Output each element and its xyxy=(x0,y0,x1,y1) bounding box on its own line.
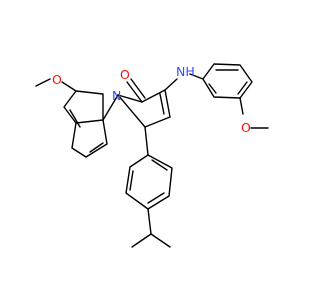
ring-bond-c4-c5 xyxy=(144,116,171,128)
atom-labels: O N NH O O xyxy=(52,64,251,135)
left-aryl-inner-2 xyxy=(89,142,104,153)
c5-aryl-bond xyxy=(144,126,149,156)
ring-bond-c5-n xyxy=(117,94,146,128)
ring-bond-c3-c4 xyxy=(164,89,171,118)
lower-aryl-ring xyxy=(125,154,173,210)
c3-nh-bond xyxy=(164,78,178,91)
n-aryl-bond xyxy=(102,94,119,121)
nh-aryl-bond xyxy=(189,73,204,80)
carbonyl-double xyxy=(130,78,146,99)
right-aryl-inner-2 xyxy=(237,81,248,95)
ring-bond-c2-c3 xyxy=(141,89,166,103)
molecule-structure: O N NH O O xyxy=(35,63,269,248)
isopropyl-methyl-right xyxy=(150,233,171,248)
left-aryl-ring-lower xyxy=(71,119,108,158)
left-aryl-inner-1 xyxy=(69,109,81,128)
carbonyl-oxygen-label: O xyxy=(120,67,130,82)
bond-lines xyxy=(35,63,269,248)
lower-aryl-inner-1 xyxy=(129,170,134,191)
methoxy-left-bond-methyl xyxy=(35,78,51,87)
lower-aryl-inner-2 xyxy=(147,192,165,204)
isopropyl-methyl-left xyxy=(131,233,152,248)
left-aryl-ring xyxy=(63,90,104,124)
methoxy-right-bond-ring xyxy=(239,97,244,115)
carbonyl-bond xyxy=(126,81,143,103)
methoxy-right-oxygen-label: O xyxy=(241,120,251,135)
methoxy-left-bond-ring xyxy=(61,81,77,92)
amine-label: NH xyxy=(176,64,195,79)
methoxy-left-oxygen-label: O xyxy=(52,72,62,87)
ring-double-bond-c3-c4 xyxy=(159,93,165,115)
right-aryl-inner-3 xyxy=(208,83,217,94)
right-aryl-ring xyxy=(202,63,253,99)
isopropyl-bond xyxy=(147,208,152,235)
ring-bond-n-c2 xyxy=(117,94,143,103)
ring-nitrogen-label: N xyxy=(112,88,121,103)
lower-aryl-inner-3 xyxy=(151,159,168,171)
